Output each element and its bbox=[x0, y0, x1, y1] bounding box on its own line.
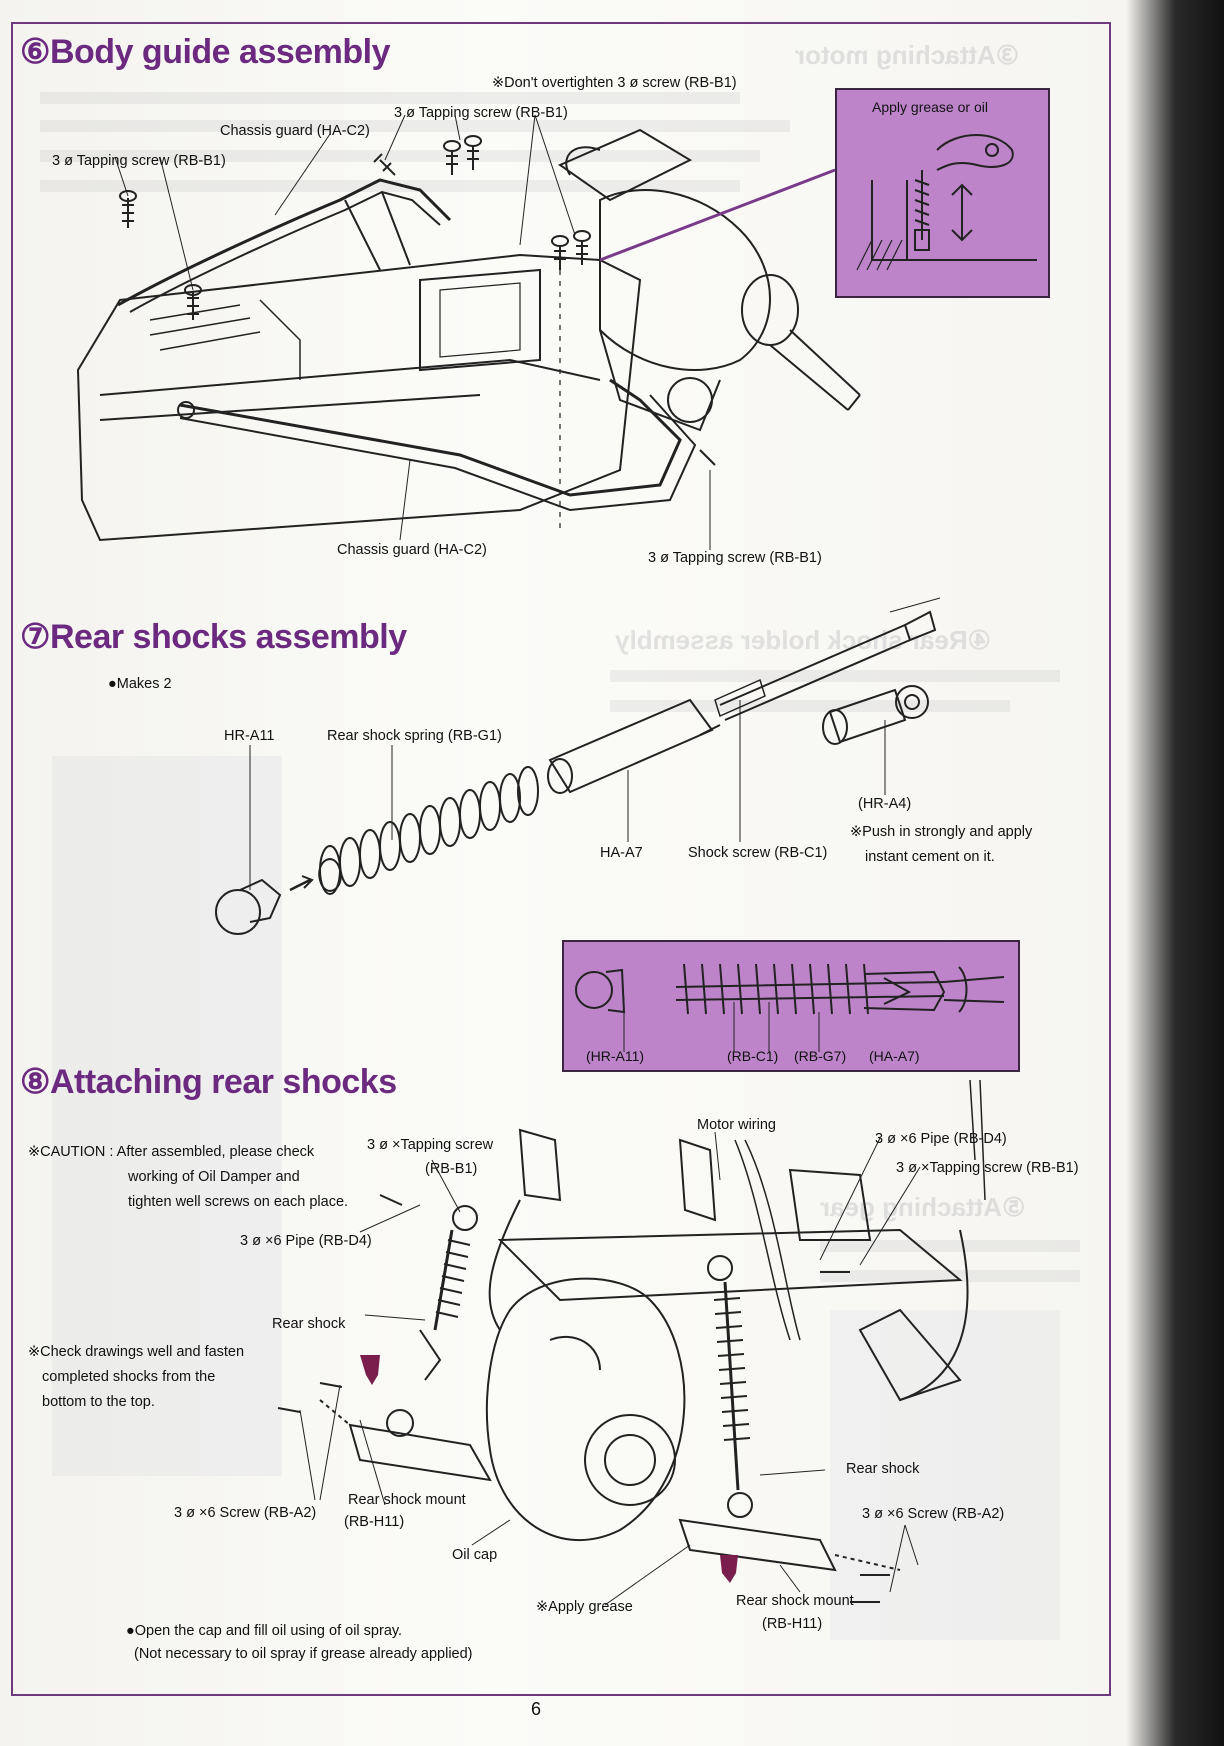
label-rear-shock-right: Rear shock bbox=[846, 1461, 920, 1477]
label-oil-cap: Oil cap bbox=[452, 1547, 498, 1563]
bleed-through-heading-c: ⑤Attaching gear bbox=[820, 1192, 1026, 1222]
caution-line1: ※CAUTION : After assembled, please check bbox=[28, 1144, 315, 1160]
caution-line3: tighten well screws on each place. bbox=[128, 1194, 349, 1210]
bleed-shadow bbox=[52, 756, 282, 1476]
bleed-through-heading-a: ③Attaching motor bbox=[795, 40, 1020, 70]
label-tapping-screw-left-8: 3 ø ×Tapping screw bbox=[367, 1137, 494, 1153]
check-line1: ※Check drawings well and fasten bbox=[28, 1344, 245, 1360]
label-pipe-left-8: 3 ø ×6 Pipe (RB-D4) bbox=[240, 1233, 372, 1249]
check-drawings-note: ※Check drawings well and fasten complete… bbox=[28, 1340, 268, 1415]
bleed-line bbox=[820, 1270, 1080, 1282]
label-hr-a4: (HR-A4) bbox=[858, 796, 912, 812]
label-callout-rb-g7: (RB-G7) bbox=[794, 1048, 847, 1064]
bleed-line bbox=[610, 670, 1060, 682]
label-mount-left: Rear shock mount bbox=[348, 1492, 466, 1508]
label-shock-screw: Shock screw (RB-C1) bbox=[688, 845, 828, 861]
grease-callout-label: Apply grease or oil bbox=[872, 99, 988, 115]
assembled-shock-illustration bbox=[575, 963, 1005, 1052]
label-hr-a11: HR-A11 bbox=[224, 728, 275, 744]
section-8-title: ⑧Attaching rear shocks bbox=[20, 1063, 397, 1101]
note-push-in: ※Push in strongly and apply instant ceme… bbox=[850, 820, 1090, 870]
label-mount-right-code: (RB-H11) bbox=[762, 1616, 823, 1632]
label-chassis-guard-upper: Chassis guard (HA-C2) bbox=[220, 123, 370, 139]
section-7-title: ⑦Rear shocks assembly bbox=[20, 618, 407, 656]
check-line2: completed shocks from the bbox=[42, 1369, 216, 1385]
label-screw-right-8: 3 ø ×6 Screw (RB-A2) bbox=[862, 1506, 1005, 1522]
page-number: 6 bbox=[531, 1699, 542, 1719]
bleed-line bbox=[610, 700, 1010, 712]
bleed-line bbox=[40, 180, 740, 192]
label-dont-overtighten: ※Don't overtighten 3 ø screw (RB-B1) bbox=[492, 75, 737, 91]
label-rear-shock-spring: Rear shock spring (RB-G1) bbox=[327, 728, 502, 744]
check-line3: bottom to the top. bbox=[42, 1394, 155, 1410]
label-chassis-guard-lower: Chassis guard (HA-C2) bbox=[337, 542, 487, 558]
grease-detail-illustration bbox=[856, 134, 1037, 271]
oil-note-line2: (Not necessary to oil spray if grease al… bbox=[134, 1646, 473, 1662]
page-frame bbox=[11, 22, 1111, 1696]
label-callout-rb-c1: (RB-C1) bbox=[727, 1048, 779, 1064]
bleed-line bbox=[820, 1240, 1080, 1252]
label-mount-right: Rear shock mount bbox=[736, 1593, 854, 1609]
label-tapping-screw-bottom: 3 ø Tapping screw (RB-B1) bbox=[648, 550, 822, 566]
label-apply-grease: ※Apply grease bbox=[536, 1599, 633, 1615]
caution-note: ※CAUTION : After assembled, please check… bbox=[28, 1140, 378, 1215]
label-makes-2: ●Makes 2 bbox=[108, 676, 172, 692]
bleed-through-heading-b: ④Rear shock holder assembly bbox=[615, 625, 991, 655]
label-callout-hr-a11: (HR-A11) bbox=[586, 1048, 645, 1064]
note-push-in-line2: instant cement on it. bbox=[865, 849, 995, 865]
oil-note-line1: ●Open the cap and fill oil using of oil … bbox=[126, 1623, 403, 1639]
note-push-in-line1: ※Push in strongly and apply bbox=[850, 824, 1033, 840]
label-tapping-screw-right-8: 3 ø ×Tapping screw (RB-B1) bbox=[896, 1160, 1079, 1176]
bleed-line bbox=[40, 92, 740, 104]
label-callout-ha-a7: (HA-A7) bbox=[869, 1048, 920, 1064]
label-rear-shock-left: Rear shock bbox=[272, 1316, 346, 1332]
label-screw-left-8: 3 ø ×6 Screw (RB-A2) bbox=[174, 1505, 317, 1521]
label-ha-a7: HA-A7 bbox=[600, 845, 643, 861]
label-rb-b1-left-8: (RB-B1) bbox=[425, 1161, 478, 1177]
label-mount-left-code: (RB-H11) bbox=[344, 1514, 405, 1530]
assembled-shock-callout: (HR-A11) (RB-C1) (RB-G7) (HA-A7) bbox=[562, 940, 1020, 1072]
label-motor-wiring: Motor wiring bbox=[697, 1117, 776, 1133]
caution-line2: working of Oil Damper and bbox=[128, 1169, 300, 1185]
label-tapping-screw-top: 3 ø Tapping screw (RB-B1) bbox=[394, 105, 568, 121]
grease-callout: Apply grease or oil bbox=[835, 88, 1050, 298]
label-pipe-right-8: 3 ø ×6 Pipe (RB-D4) bbox=[875, 1131, 1007, 1147]
section-6-title: ⑥Body guide assembly bbox=[20, 33, 391, 71]
label-tapping-screw-left: 3 ø Tapping screw (RB-B1) bbox=[52, 153, 226, 169]
